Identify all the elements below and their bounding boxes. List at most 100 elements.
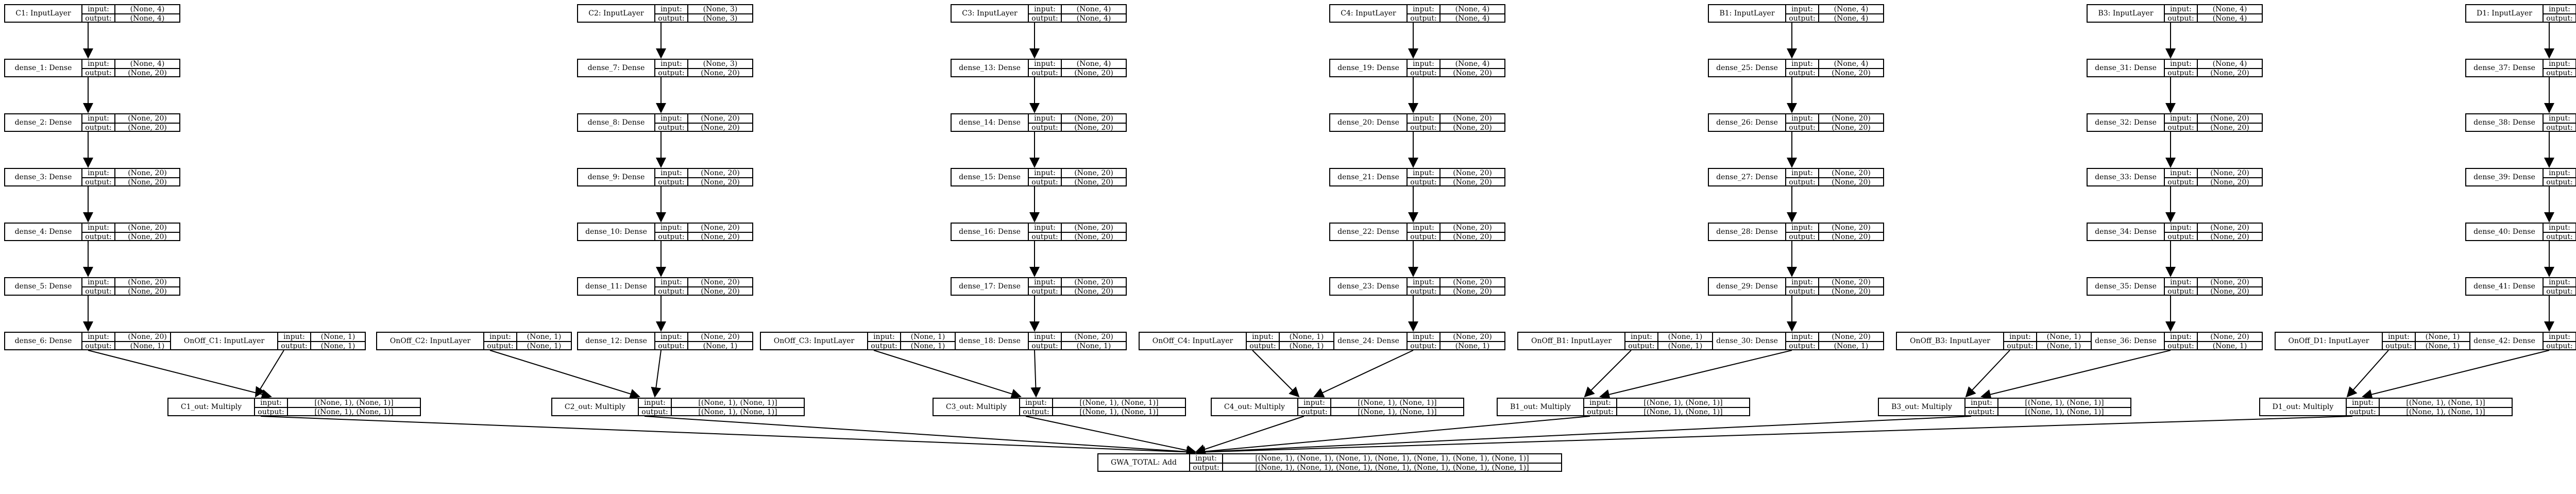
layer-name: C3: InputLayer (952, 5, 1029, 22)
input-label: input: (82, 60, 115, 68)
output-label: output: (2544, 178, 2576, 186)
output-shape: (None, 1) (2425, 342, 2460, 350)
layer-name: B1: InputLayer (1709, 5, 1786, 22)
input-label: input: (2165, 224, 2198, 232)
input-shape: [(None, 1), (None, 1)] (2406, 399, 2485, 407)
output-label: output: (1408, 287, 1440, 296)
output-label: output: (2383, 342, 2416, 350)
edge-d6-mC1 (88, 350, 272, 400)
input-label: input: (82, 169, 115, 177)
layer-name: dense_40: Dense (2466, 224, 2544, 240)
input-label: input: (1029, 114, 1062, 123)
layer-name: dense_21: Dense (1330, 169, 1408, 185)
layer-name: dense_20: Dense (1330, 114, 1408, 131)
output-shape: [(None, 1), (None, 1), (None, 1), (None,… (1255, 464, 1529, 472)
output-shape: (None, 4) (130, 14, 165, 23)
input-shape: (None, 20) (2210, 333, 2249, 341)
input-shape: [(None, 1), (None, 1)] (1643, 399, 1723, 407)
edge-d42-mD1 (2362, 350, 2550, 400)
output-label: output: (1408, 178, 1440, 186)
input-shape: (None, 20) (1074, 333, 1113, 341)
input-label: input: (1029, 5, 1062, 13)
input-shape: (None, 20) (1832, 224, 1871, 232)
input-shape: (None, 20) (1074, 278, 1113, 286)
layer-name: dense_38: Dense (2466, 114, 2544, 131)
output-shape: (None, 4) (2212, 14, 2247, 23)
edge-d18-mC3 (1030, 350, 1041, 398)
layer-name: dense_3: Dense (5, 169, 82, 185)
input-shape: (None, 20) (701, 333, 740, 341)
edge-oD1-mD1 (2346, 350, 2389, 398)
layer-name: dense_29: Dense (1709, 278, 1786, 295)
layer-name: OnOff_C3: InputLayer (761, 333, 868, 349)
layer-name: OnOff_D1: InputLayer (2276, 333, 2383, 349)
output-shape: (None, 20) (128, 233, 167, 241)
output-label: output: (1965, 408, 1998, 416)
input-shape: (None, 4) (1076, 5, 1111, 13)
input-shape: (None, 1) (2425, 333, 2460, 341)
input-label: input: (1625, 333, 1658, 341)
output-label: output: (2544, 342, 2576, 350)
output-label: output: (1584, 408, 1617, 416)
edge-oC3-mC3 (873, 350, 1022, 399)
layer-name: dense_25: Dense (1709, 60, 1786, 76)
layer-name: C3_out: Multiply (934, 399, 1020, 415)
input-shape: (None, 20) (128, 169, 167, 177)
input-label: input: (1029, 224, 1062, 232)
output-shape: (None, 20) (1074, 233, 1113, 241)
input-label: input: (868, 333, 901, 341)
output-shape: (None, 20) (1832, 233, 1871, 241)
input-label: input: (82, 278, 115, 286)
output-label: output: (82, 233, 115, 241)
output-label: output: (655, 342, 688, 350)
output-shape: (None, 3) (703, 14, 738, 23)
output-shape: (None, 1) (1668, 342, 1703, 350)
edge-oB3-mB3 (1965, 350, 2010, 398)
layer-name: OnOff_C4: InputLayer (1140, 333, 1247, 349)
output-label: output: (1020, 408, 1053, 416)
output-shape: [(None, 1), (None, 1)] (314, 408, 394, 416)
output-shape: (None, 20) (1832, 69, 1871, 77)
layer-name: dense_4: Dense (5, 224, 82, 240)
output-shape: (None, 20) (1074, 124, 1113, 132)
output-shape: (None, 20) (1074, 287, 1113, 296)
output-label: output: (2544, 233, 2576, 241)
input-label: input: (1408, 60, 1440, 68)
layer-name: dense_34: Dense (2088, 224, 2165, 240)
output-label: output: (2544, 14, 2576, 23)
input-label: input: (1786, 278, 1819, 286)
input-label: input: (2544, 333, 2576, 341)
layer-name: OnOff_B1: InputLayer (1518, 333, 1625, 349)
input-label: input: (1247, 333, 1280, 341)
input-label: input: (2165, 114, 2198, 123)
layer-name: dense_28: Dense (1709, 224, 1786, 240)
input-shape: (None, 3) (703, 60, 738, 68)
output-shape: (None, 20) (1453, 178, 1492, 186)
layer-name: OnOff_C1: InputLayer (171, 333, 278, 349)
output-label: output: (1786, 124, 1819, 132)
layer-name: dense_9: Dense (578, 169, 655, 185)
